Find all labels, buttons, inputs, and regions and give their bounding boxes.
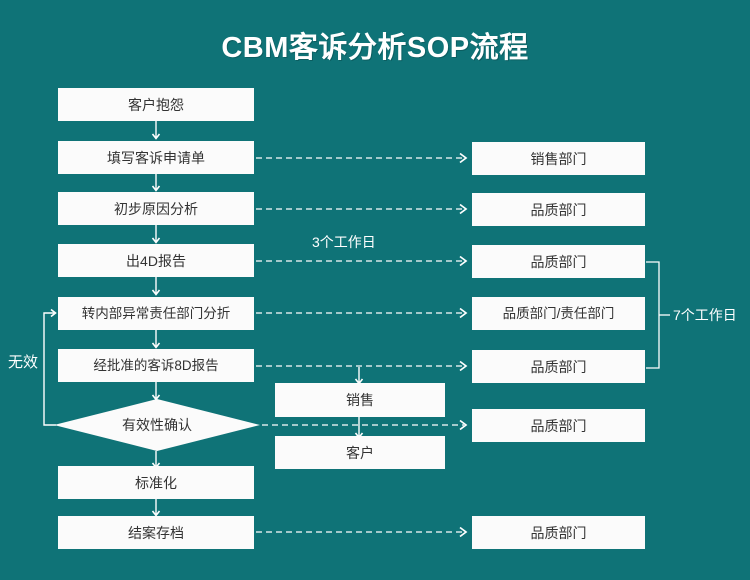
flow-node-standardization[interactable]: 标准化 [58,466,254,499]
flow-node-internal-responsible-dept-analysis[interactable]: 转内部异常责任部门分折 [58,297,254,330]
responsible-dept-label: 品质部门 [530,524,587,541]
flow-node-label: 结案存档 [128,524,184,541]
responsible-dept-5[interactable]: 品质部门 [472,350,645,383]
responsible-dept-label: 销售部门 [530,150,587,167]
confirm-target-label: 客户 [346,444,374,461]
flow-node-label: 填写客诉申请单 [107,149,205,166]
flow-node-case-closure-archive[interactable]: 结案存档 [58,516,254,549]
flow-node-approved-8d-report[interactable]: 经批准的客诉8D报告 [58,349,254,382]
diamond-shape [54,399,260,451]
flow-node-customer-complaint[interactable]: 客户抱怨 [58,88,254,121]
flow-node-label: 经批准的客诉8D报告 [93,357,219,373]
responsible-dept-2[interactable]: 品质部门 [472,193,645,226]
flow-node-preliminary-cause-analysis[interactable]: 初步原因分析 [58,192,254,225]
responsible-dept-7[interactable]: 品质部门 [472,516,645,549]
flow-node-effectiveness-confirmation[interactable]: 有效性确认 [54,399,260,451]
flow-node-label: 初步原因分析 [114,200,198,217]
annotation-loop-invalid: 无效 [8,354,39,371]
responsible-dept-3[interactable]: 品质部门 [472,245,645,278]
annotation-lead-time-7: 7个工作日 [673,307,737,323]
flow-node-label: 客户抱怨 [128,96,184,113]
confirm-target-customer[interactable]: 客户 [275,436,445,469]
responsible-dept-label: 品质部门 [530,358,587,375]
flow-node-label: 有效性确认 [122,417,192,433]
annotation-lead-time-3: 3个工作日 [312,234,376,250]
page-title: CBM客诉分析SOP流程 [221,32,529,64]
flow-node-4d-report[interactable]: 出4D报告 [58,244,254,277]
flow-node-label: 转内部异常责任部门分折 [81,305,231,321]
responsible-dept-label: 品质部门/责任部门 [502,305,615,321]
confirm-target-sales[interactable]: 销售 [275,383,445,417]
responsible-dept-4[interactable]: 品质部门/责任部门 [472,297,645,330]
responsible-dept-label: 品质部门 [530,417,587,434]
confirm-target-label: 销售 [346,392,374,408]
flow-node-label: 出4D报告 [126,252,186,269]
responsible-dept-6[interactable]: 品质部门 [472,409,645,442]
responsible-dept-label: 品质部门 [530,201,587,218]
responsible-dept-1[interactable]: 销售部门 [472,142,645,175]
flow-node-fill-complaint-form[interactable]: 填写客诉申请单 [58,141,254,174]
responsible-dept-label: 品质部门 [530,253,587,270]
flow-node-label: 标准化 [135,474,177,491]
